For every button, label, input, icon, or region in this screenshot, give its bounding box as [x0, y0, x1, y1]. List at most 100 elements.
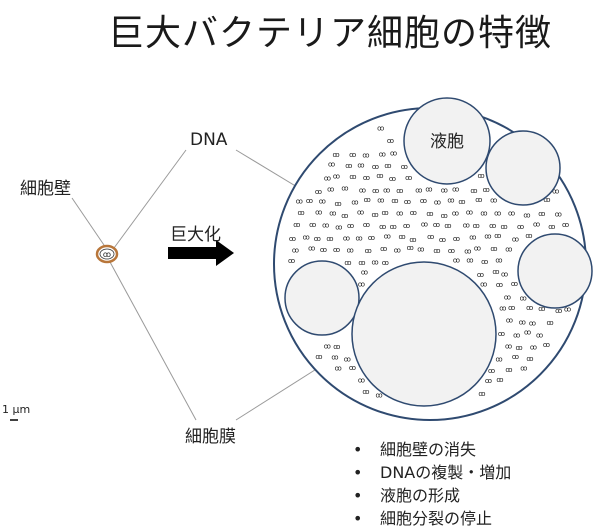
dna-glyph: ꝏ	[425, 185, 432, 193]
dna-glyph: ꝏ	[433, 247, 440, 255]
dna-glyph: ꝏ	[341, 185, 348, 193]
dna-glyph: ꝏ	[314, 235, 321, 243]
dna-glyph: ꝏ	[391, 197, 398, 205]
line-membrane-small	[109, 261, 197, 421]
dna-glyph: ꝏ	[489, 222, 496, 230]
dna-glyph: ꝏ	[327, 185, 334, 193]
dna-glyph: ꝏ	[478, 390, 485, 398]
dna-label: DNA	[190, 130, 228, 150]
dna-glyph: ꝏ	[384, 162, 391, 170]
dna-glyph: ꝏ	[315, 208, 322, 216]
dna-glyph: ꝏ	[372, 163, 379, 171]
dna-glyph: ꝏ	[562, 221, 569, 229]
dna-glyph: ꝏ	[364, 196, 371, 204]
dna-glyph: ꝏ	[478, 172, 485, 180]
dna-glyph: ꝏ	[448, 247, 455, 255]
dna-glyph: ꝏ	[516, 344, 523, 352]
dna-glyph: ꝏ	[344, 356, 351, 364]
vacuoles	[284, 97, 593, 407]
feature-item: 細胞壁の消失	[350, 438, 511, 461]
dna-glyph: ꝏ	[409, 236, 416, 244]
dna-glyph: ꝏ	[499, 305, 506, 313]
dna-glyph: ꝏ	[372, 211, 379, 219]
dna-glyph: ꝏ	[485, 377, 492, 385]
dna-glyph: ꝏ	[433, 221, 440, 229]
dna-glyph: ꝏ	[405, 174, 412, 182]
dna-glyph: ꝏ	[496, 376, 503, 384]
dna-glyph: ꝏ	[315, 188, 322, 196]
dna-glyph: ꝏ	[333, 343, 340, 351]
dna-glyph: ꝏ	[466, 257, 473, 265]
vacuole-right-top	[485, 130, 561, 206]
dna-glyph: ꝏ	[543, 196, 550, 204]
dna-glyph: ꝏ	[538, 210, 545, 218]
dna-glyph: ꝏ	[458, 198, 465, 206]
dna-glyph: ꝏ	[399, 233, 406, 241]
dna-glyph: ꝏ	[470, 187, 477, 195]
vacuole-right	[517, 233, 593, 309]
dna-glyph: ꝏ	[387, 137, 394, 145]
dna-glyph: ꝏ	[396, 209, 403, 217]
dna-glyph: ꝏ	[347, 246, 354, 254]
dna-glyph: ꝏ	[513, 332, 520, 340]
vacuole-top	[403, 97, 491, 185]
dna-glyph: ꝏ	[390, 223, 397, 231]
vacuole-large	[351, 261, 497, 407]
dna-glyph: ꝏ	[404, 198, 411, 206]
dna-glyph: ꝏ	[362, 152, 369, 160]
small-bacterium: ꝏ	[95, 244, 119, 264]
dna-glyph: ꝏ	[505, 366, 512, 374]
dna-glyph: ꝏ	[357, 209, 364, 217]
dna-glyph: ꝏ	[349, 173, 356, 181]
dna-glyph: ꝏ	[498, 330, 505, 338]
dna-glyph: ꝏ	[298, 209, 305, 217]
dna-glyph: ꝏ	[508, 304, 515, 312]
dna-glyph: ꝏ	[463, 221, 470, 229]
dna-glyph: ꝏ	[547, 319, 554, 327]
dna-glyph: ꝏ	[508, 210, 515, 218]
dna-glyph: ꝏ	[505, 343, 512, 351]
dna-glyph: ꝏ	[403, 222, 410, 230]
dna-glyph: ꝏ	[329, 210, 336, 218]
dna-glyph: ꝏ	[326, 235, 333, 243]
dna-glyph: ꝏ	[501, 271, 508, 279]
dna-glyph: ꝏ	[524, 328, 531, 336]
dna-glyph: ꝏ	[506, 317, 513, 325]
connector-lines	[71, 149, 319, 421]
dna-glyph: ꝏ	[308, 245, 315, 253]
cell-wall-label: 細胞壁	[20, 179, 71, 199]
dna-glyph: ꝏ	[494, 232, 501, 240]
dna-glyph: ꝏ	[420, 197, 427, 205]
dna-glyph: ꝏ	[494, 209, 501, 217]
dna-glyph: ꝏ	[490, 196, 497, 204]
dna-glyph: ꝏ	[417, 245, 424, 253]
dna-glyph: ꝏ	[382, 209, 389, 217]
dna-glyph: ꝏ	[504, 293, 511, 301]
dna-glyph: ꝏ	[526, 355, 533, 363]
dna-glyph: ꝏ	[401, 163, 408, 171]
dna-glyph: ꝏ	[505, 245, 512, 253]
dna-glyph: ꝏ	[296, 197, 303, 205]
dna-glyph: ꝏ	[377, 124, 384, 132]
dna-glyph: ꝏ	[501, 223, 508, 231]
dna-glyph: ꝏ	[488, 367, 495, 375]
dna-glyph: ꝏ	[480, 281, 487, 289]
dna-glyph: ꝏ	[520, 294, 527, 302]
dna-glyph: ꝏ	[453, 257, 460, 265]
dna-glyph: ꝏ	[372, 187, 379, 195]
dna-glyph: ꝏ	[492, 268, 499, 276]
dna-glyph: ꝏ	[480, 209, 487, 217]
dna-glyph: ꝏ	[331, 354, 338, 362]
dna-glyph: ꝏ	[322, 222, 329, 230]
dna-glyph: ꝏ	[376, 172, 383, 180]
dna-glyph: ꝏ	[564, 305, 571, 313]
dna-glyph: ꝏ	[379, 223, 386, 231]
dna-glyph: ꝏ	[390, 149, 397, 157]
line-membrane-big	[235, 367, 319, 421]
dna-glyph: ꝏ	[358, 281, 365, 289]
dna-glyph: ꝏ	[362, 388, 369, 396]
dna-glyph: ꝏ	[293, 221, 300, 229]
dna-glyph: ꝏ	[477, 271, 484, 279]
dna-glyph: ꝏ	[363, 174, 370, 182]
dna-glyph: ꝏ	[363, 221, 370, 229]
